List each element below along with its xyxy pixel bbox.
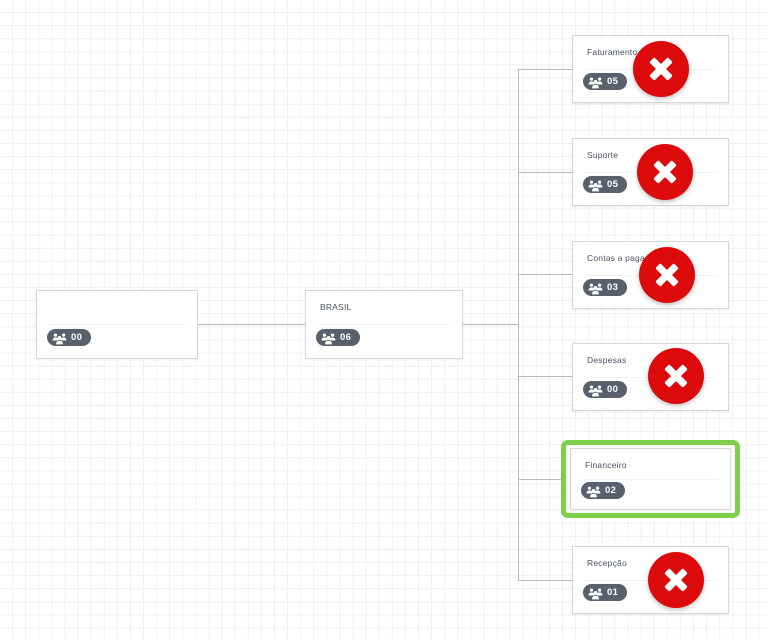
org-node-brasil[interactable]: BRASIL 06: [305, 290, 463, 359]
org-node-title: Recepção: [587, 558, 627, 568]
connector-brasil-to-trunk: [463, 324, 519, 325]
users-group-icon: [588, 179, 603, 192]
member-count-badge: 00: [583, 381, 628, 398]
member-count-badge: 05: [583, 176, 628, 193]
org-node-title: Suporte: [587, 150, 619, 160]
status-inactive-badge-despesas[interactable]: [648, 348, 704, 404]
member-count-value: 02: [605, 484, 617, 496]
connector-root-to-brasil: [198, 324, 305, 325]
member-count-value: 01: [607, 586, 619, 598]
red-x-circle-icon: [653, 160, 677, 184]
users-group-icon: [588, 587, 603, 600]
users-group-icon: [52, 332, 67, 345]
connector-branch-despesas: [518, 376, 572, 377]
org-node-title: Contas a pagar: [587, 253, 648, 263]
red-x-circle-icon: [664, 568, 688, 592]
org-node-root[interactable]: 00: [36, 290, 198, 359]
connector-branch-financeiro: [518, 479, 566, 480]
org-node-title: BRASIL: [320, 302, 352, 312]
red-x-circle-icon: [664, 364, 688, 388]
connector-branch-recepcao: [518, 580, 572, 581]
users-group-icon: [588, 282, 603, 295]
status-inactive-badge-suporte[interactable]: [637, 144, 693, 200]
member-count-badge: 03: [583, 279, 628, 296]
member-count-value: 03: [607, 281, 619, 293]
connector-trunk-vertical: [518, 69, 519, 581]
red-x-circle-icon: [655, 263, 679, 287]
red-x-circle-icon: [649, 57, 673, 81]
status-inactive-badge-recepcao[interactable]: [648, 552, 704, 608]
connector-branch-contas-a-pagar: [518, 274, 572, 275]
member-count-badge: 01: [583, 584, 628, 601]
member-count-badge: 02: [581, 482, 626, 499]
org-node-title: Despesas: [587, 355, 627, 365]
users-group-icon: [588, 76, 603, 89]
member-count-value: 00: [71, 331, 83, 343]
member-count-value: 06: [340, 331, 352, 343]
org-node-title: Faturamento: [587, 47, 638, 57]
member-count-value: 00: [607, 383, 619, 395]
status-inactive-badge-contas-a-pagar[interactable]: [639, 247, 695, 303]
member-count-badge: 00: [47, 329, 92, 346]
users-group-icon: [321, 332, 336, 345]
connector-branch-suporte: [518, 172, 572, 173]
node-divider: [49, 324, 185, 325]
node-divider: [583, 479, 718, 480]
member-count-badge: 05: [583, 73, 628, 90]
member-count-value: 05: [607, 178, 619, 190]
member-count-value: 05: [607, 75, 619, 87]
member-count-badge: 06: [316, 329, 361, 346]
connector-branch-faturamento: [518, 69, 572, 70]
users-group-icon: [586, 485, 601, 498]
node-divider: [318, 324, 450, 325]
users-group-icon: [588, 384, 603, 397]
org-node-financeiro[interactable]: Financeiro 02: [570, 448, 731, 510]
org-node-title: Financeiro: [585, 460, 627, 470]
status-inactive-badge-faturamento[interactable]: [633, 41, 689, 97]
